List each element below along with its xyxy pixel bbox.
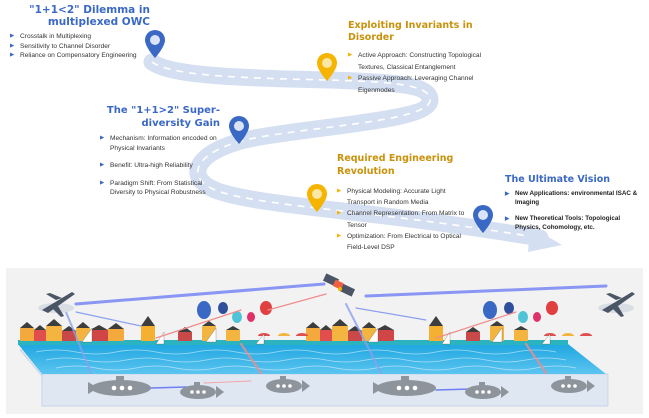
marker-engineering <box>307 184 327 212</box>
bullet-item: Crosstalk in Multiplexing <box>10 32 140 42</box>
owc-scene-panel <box>6 268 643 414</box>
stage-title: The "1+1>2" Super- diversity Gain <box>100 104 220 130</box>
marker-vision <box>473 205 493 233</box>
title-line: "1+1<2" Dilemma in <box>29 4 150 16</box>
bullet-list: Mechanism: Information encoded on Physic… <box>100 134 220 198</box>
water-ripples <box>35 349 577 371</box>
satellite-icon <box>322 273 356 297</box>
hot-air-balloons <box>197 301 558 323</box>
bullet-item: Passive Approach: Leveraging Channel Eig… <box>348 73 508 96</box>
title-line: Required Engineering <box>337 153 454 164</box>
bullet-item: New Theoretical Tools: Topological Physi… <box>505 215 645 232</box>
title-line: diversity Gain <box>141 118 220 129</box>
optical-beams <box>65 282 608 391</box>
town-houses-right <box>306 316 528 341</box>
stage-engineering: Required Engineering Revolution Physical… <box>337 152 467 253</box>
bullet-item: Active Approach: Constructing Topologica… <box>348 50 508 73</box>
beach-umbrellas-left <box>258 333 308 336</box>
bullet-item: Sensitivity to Channel Disorder <box>10 42 140 52</box>
stage-title: "1+1<2" Dilemma in multiplexed OWC <box>10 4 150 28</box>
bullet-item: Benefit: Ultra-high Reliability <box>100 161 220 171</box>
road-arrowhead <box>528 226 562 252</box>
airplane-left-icon <box>38 292 75 317</box>
bullet-item: Physical Modeling: Accurate Light Transp… <box>337 186 467 208</box>
bullet-item: Mechanism: Information encoded on Physic… <box>100 134 220 153</box>
bullet-list: Crosstalk in Multiplexing Sensitivity to… <box>10 32 140 61</box>
bullet-item: Reliance on Compensatory Engineering <box>10 51 140 61</box>
stage-dilemma: "1+1<2" Dilemma in multiplexed OWC Cross… <box>10 4 150 61</box>
bullet-item: Channel Representation: From Matrix to T… <box>337 208 467 230</box>
title-line: multiplexed OWC <box>47 16 150 28</box>
title-line: The "1+1>2" Super- <box>106 105 220 116</box>
bullet-list: Physical Modeling: Accurate Light Transp… <box>337 186 467 253</box>
marker-invariants <box>317 53 337 81</box>
sailboats <box>81 327 551 345</box>
bullet-list: Active Approach: Constructing Topologica… <box>348 50 508 96</box>
bullet-item: Optimization: From Electrical to Optical… <box>337 231 467 253</box>
shoreline <box>18 340 568 345</box>
town-houses-left <box>20 316 240 341</box>
stage-title: Exploiting Invariants in Disorder <box>348 20 473 43</box>
bullet-item: Paradigm Shift: From Statistical Diversi… <box>100 179 220 198</box>
beach-umbrellas-right <box>544 333 592 336</box>
bullet-item: New Applications: environmental ISAC & I… <box>505 190 645 207</box>
stage-vision: The Ultimate Vision New Applications: en… <box>505 174 645 232</box>
stage-title: The Ultimate Vision <box>505 174 611 185</box>
marker-superdiversity <box>229 116 249 144</box>
title-line: Revolution <box>337 166 395 177</box>
stage-invariants: Exploiting Invariants in Disorder Active… <box>348 20 508 96</box>
bullet-list: New Applications: environmental ISAC & I… <box>505 190 645 232</box>
stage-title: Required Engineering Revolution <box>337 152 467 178</box>
marker-dilemma <box>145 30 165 58</box>
owc-scene <box>18 273 635 407</box>
stage-superdiversity: The "1+1>2" Super- diversity Gain Mechan… <box>100 104 220 198</box>
airplane-right-icon <box>598 292 635 317</box>
submarines <box>88 376 595 399</box>
